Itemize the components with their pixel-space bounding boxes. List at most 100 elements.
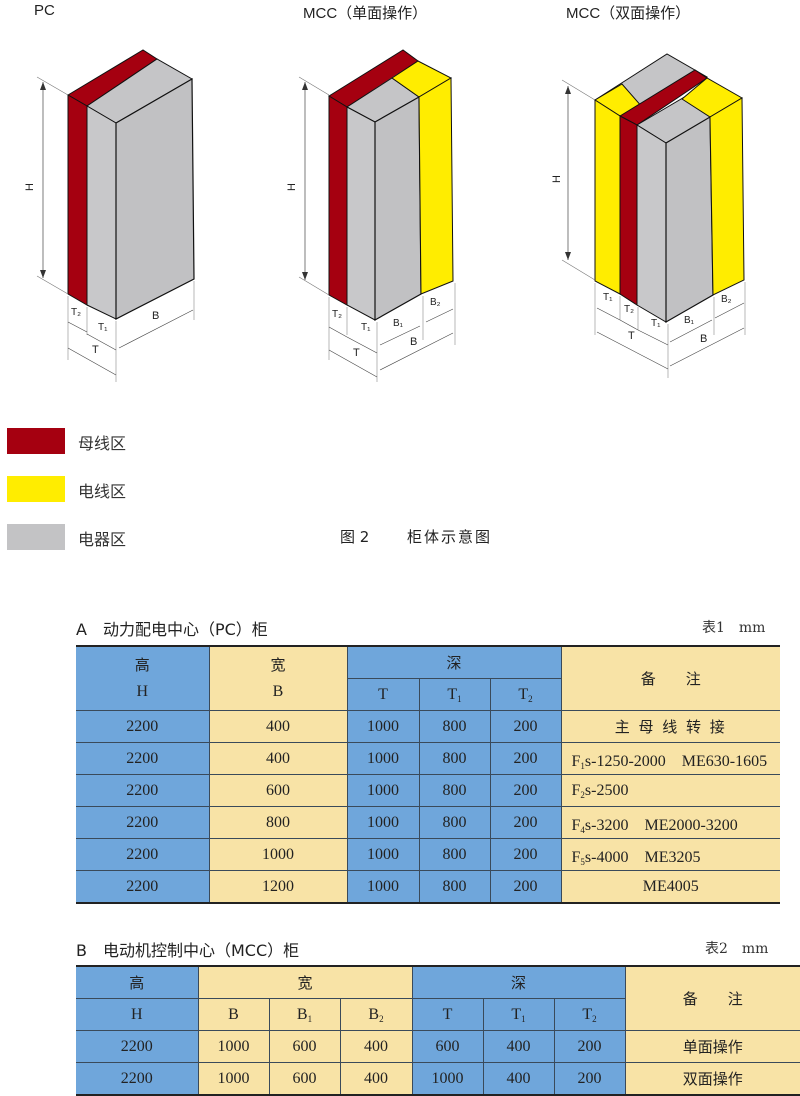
note-text: s-3200 ME2000-3200 bbox=[584, 816, 738, 834]
b1-symbol: B bbox=[296, 1005, 308, 1023]
note-f: F bbox=[571, 848, 581, 866]
mcc-single-label-t2: T₂ bbox=[332, 309, 342, 320]
table2-mcc-cabinet: 高 宽 深 备 注 H B B1 B2 T T1 T2 2200 1000 60… bbox=[76, 965, 800, 1096]
cell-b: 400 bbox=[208, 742, 348, 775]
mcc-double-label-t1b: T₁ bbox=[651, 318, 661, 329]
table2-header-t1: T1 bbox=[482, 998, 555, 1031]
cell-h: 2200 bbox=[76, 1062, 199, 1096]
table-row: 2200 600 1000 800 200 F2s-2500 bbox=[76, 774, 780, 807]
cell-t1: 800 bbox=[418, 870, 491, 904]
cell-t2: 200 bbox=[489, 774, 562, 807]
table1-header-row: 高 H 宽 B 深 备 注 bbox=[76, 645, 780, 711]
cell-t2: 200 bbox=[489, 870, 562, 904]
cell-t2: 200 bbox=[489, 838, 562, 871]
table2-header-width: 宽 bbox=[197, 965, 413, 999]
t2-subscript: 2 bbox=[528, 693, 533, 704]
cell-b: 600 bbox=[208, 774, 348, 807]
cell-b: 1000 bbox=[208, 838, 348, 871]
mcc-double-label-t1a: T₁ bbox=[603, 292, 613, 303]
mcc-double-cabinet-diagram bbox=[561, 53, 746, 378]
cell-note: 双面操作 bbox=[624, 1062, 800, 1096]
diagram-title-mcc-single: MCC（单面操作） bbox=[303, 5, 428, 22]
note-subscript: 5 bbox=[580, 856, 585, 867]
cell-t2: 200 bbox=[489, 742, 562, 775]
table-row: 2200 1000 600 400 600 400 200 单面操作 bbox=[76, 1030, 800, 1063]
mcc-single-label-b: B bbox=[410, 336, 418, 348]
note-subscript: 2 bbox=[580, 789, 585, 800]
mcc-double-label-b2: B₂ bbox=[721, 294, 732, 305]
figure-caption-number: 图 2 bbox=[340, 528, 370, 546]
table1-header-width: 宽 B bbox=[208, 645, 348, 711]
mcc-single-label-b2: B₂ bbox=[430, 297, 441, 308]
pc-label-t2: T₂ bbox=[71, 307, 81, 318]
cell-t2: 200 bbox=[553, 1030, 626, 1063]
table2-header-h: H bbox=[76, 998, 199, 1031]
table2-header-b2: B2 bbox=[339, 998, 413, 1031]
cell-note: F5s-4000 ME3205 bbox=[560, 838, 780, 871]
table-row: 2200 400 1000 800 200 主 母 线 转 接 bbox=[76, 710, 780, 743]
cell-t: 1000 bbox=[346, 774, 420, 807]
cell-b: 1000 bbox=[197, 1030, 270, 1063]
table2-section-title: B 电动机控制中心（MCC）柜 bbox=[76, 941, 300, 960]
note-text: s-4000 ME3205 bbox=[584, 848, 701, 866]
pc-label-t: T bbox=[92, 344, 99, 356]
t1-symbol: T bbox=[511, 1005, 522, 1023]
table2-header-b: B bbox=[197, 998, 270, 1031]
t1-symbol: T bbox=[447, 685, 458, 703]
table1-header-t: T bbox=[347, 678, 420, 711]
mcc-single-label-t: T bbox=[353, 347, 360, 359]
table1-unit-label: 表1 mm bbox=[702, 620, 766, 636]
cell-note: 主 母 线 转 接 bbox=[560, 710, 780, 743]
table-row: 2200 1000 1000 800 200 F5s-4000 ME3205 bbox=[76, 838, 780, 871]
pc-label-h: H bbox=[23, 183, 36, 191]
header-width-label: 宽 bbox=[270, 656, 286, 674]
legend-swatch-equipment bbox=[7, 524, 65, 550]
cell-note: ME4005 bbox=[560, 870, 780, 904]
cell-t: 1000 bbox=[346, 838, 420, 871]
mcc-double-label-b: B bbox=[700, 333, 708, 345]
pc-label-t1: T₁ bbox=[98, 322, 108, 333]
table1-subheader-row: T T1 T2 bbox=[76, 678, 780, 711]
cell-t1: 800 bbox=[418, 710, 491, 743]
cell-t2: 200 bbox=[489, 710, 562, 743]
cell-t: 1000 bbox=[346, 806, 420, 839]
figure-caption-text: 柜体示意图 bbox=[407, 528, 493, 546]
mcc-double-label-t2: T₂ bbox=[624, 304, 634, 315]
cell-note: 单面操作 bbox=[624, 1030, 800, 1063]
legend-swatch-wiring bbox=[7, 476, 65, 502]
legend-label-wiring: 电线区 bbox=[78, 482, 127, 501]
legend-swatch-busbar bbox=[7, 428, 65, 454]
cell-b1: 600 bbox=[268, 1030, 341, 1063]
t2-symbol: T bbox=[582, 1005, 593, 1023]
table1-pc-cabinet: 高 H 宽 B 深 备 注 T T1 T2 2200 400 1000 800 … bbox=[76, 645, 780, 904]
mcc-single-label-h: H bbox=[285, 183, 298, 191]
note-f: F bbox=[571, 752, 581, 770]
cell-h: 2200 bbox=[76, 742, 210, 775]
cell-h: 2200 bbox=[76, 774, 210, 807]
cell-b: 400 bbox=[208, 710, 348, 743]
cell-t2: 200 bbox=[489, 806, 562, 839]
table2-header-height: 高 bbox=[76, 965, 199, 999]
table1-header-note: 备 注 bbox=[560, 645, 780, 711]
cell-h: 2200 bbox=[76, 838, 210, 871]
note-subscript: 4 bbox=[580, 824, 585, 835]
cell-t: 1000 bbox=[411, 1062, 484, 1096]
table1-header-t1: T1 bbox=[418, 678, 491, 711]
table1-header-t2: T2 bbox=[489, 678, 561, 711]
cell-note: F2s-2500 bbox=[560, 774, 780, 807]
table1-header-depth: 深 bbox=[346, 645, 562, 679]
cell-t1: 800 bbox=[418, 838, 491, 871]
table1-section-title: A 动力配电中心（PC）柜 bbox=[76, 620, 268, 639]
b2-symbol: B bbox=[368, 1005, 380, 1023]
cell-note: F4s-3200 ME2000-3200 bbox=[560, 806, 780, 839]
cell-h: 2200 bbox=[76, 870, 210, 904]
cell-b: 1000 bbox=[197, 1062, 270, 1096]
table2-header-t2: T2 bbox=[553, 998, 625, 1031]
table2-header-row: 高 宽 深 备 注 bbox=[76, 965, 800, 1031]
b1-subscript: 1 bbox=[307, 1013, 313, 1024]
table-row: 2200 1000 600 400 1000 400 200 双面操作 bbox=[76, 1062, 800, 1096]
pc-cabinet-diagram bbox=[36, 49, 195, 382]
cell-t1: 400 bbox=[482, 1030, 555, 1063]
mcc-single-cabinet-diagram bbox=[298, 49, 456, 382]
legend-label-busbar: 母线区 bbox=[78, 434, 127, 453]
